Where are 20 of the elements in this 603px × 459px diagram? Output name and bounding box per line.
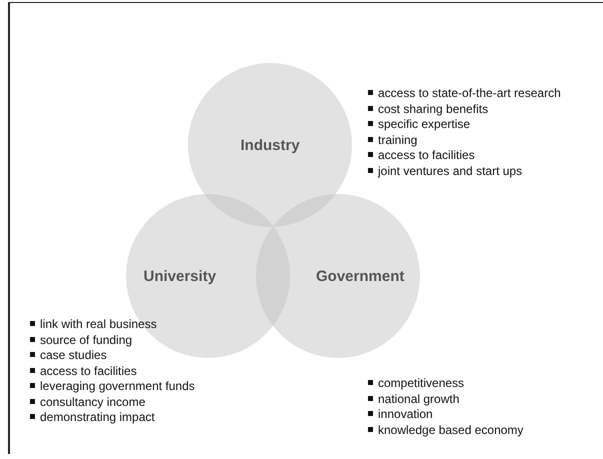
bullet-item: national growth <box>368 392 460 407</box>
bullet-item: case studies <box>30 348 107 364</box>
bullet-item: specific expertise <box>368 117 470 132</box>
circle-label: University <box>144 268 216 284</box>
bullet-item: competitiveness <box>368 376 464 392</box>
circle-label: Industry <box>240 136 300 154</box>
bullet-item: access to facilities <box>30 364 137 379</box>
bullet-item: access to facilities <box>368 148 475 164</box>
bullet-item: training <box>368 132 418 148</box>
bullet-item: consultancy income <box>30 394 146 410</box>
bullet-item: source of funding <box>30 332 132 348</box>
bullet-item: access to state-of-the-art research <box>368 86 561 102</box>
bullet-item: link with real business <box>30 317 157 332</box>
bullet-item: cost sharing benefits <box>368 102 488 117</box>
bullet-item: demonstrating impact <box>30 410 155 426</box>
bullet-item: joint ventures and start ups <box>368 164 522 179</box>
bullet-item: knowledge based economy <box>368 422 524 438</box>
bullet-item: innovation <box>368 407 433 422</box>
circle-label: Government <box>316 268 404 284</box>
bullet-item: leveraging government funds <box>30 379 195 394</box>
